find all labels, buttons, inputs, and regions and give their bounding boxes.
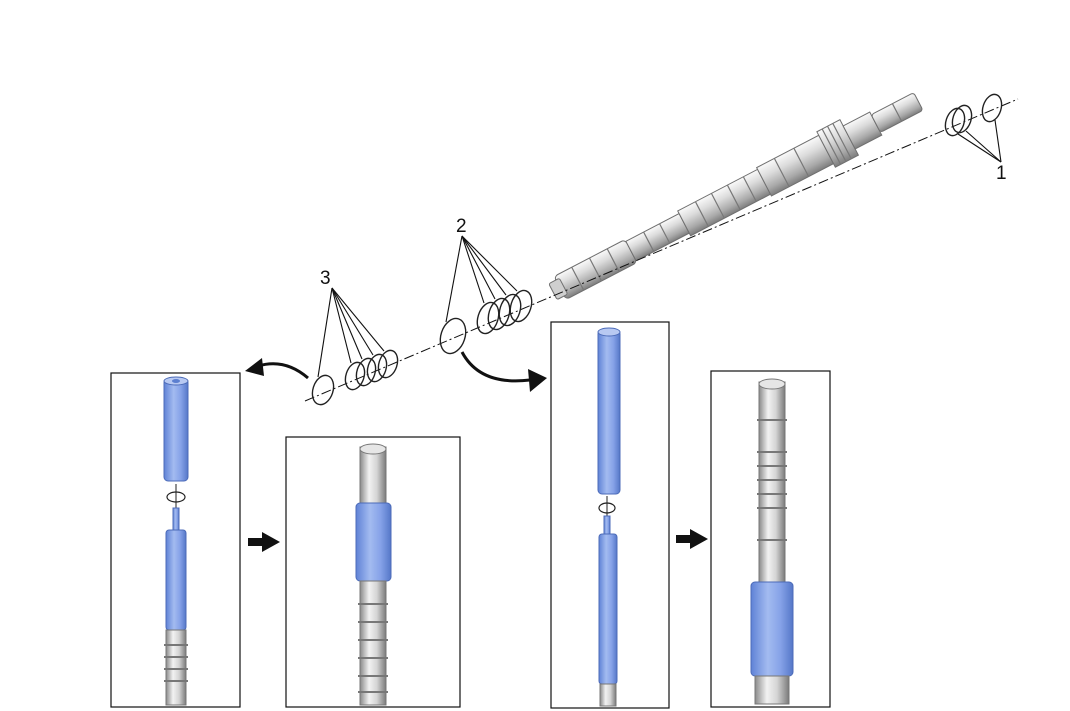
axis-line [304,98,1019,402]
main-shaft [548,93,923,300]
curved-arrow-left-icon [245,358,309,380]
callout-label-2: 2 [456,216,467,237]
panel-b-tool-fitted [285,436,461,708]
callout-label-3: 3 [320,268,331,289]
arrow-right-icon [676,529,708,549]
seal-rings-group-2 [439,289,533,355]
arrow-right-icon [248,532,280,552]
leader-lines-3 [317,287,385,378]
panel-d-tool-fitted [710,370,831,708]
panel-a-tool-insertion [110,372,241,708]
curved-arrow-right-icon [460,351,547,392]
snap-rings-group-1 [944,93,1003,137]
leader-lines-1 [957,119,1002,163]
callout-label-1: 1 [996,163,1007,184]
panel-c-tool-insertion [550,321,670,709]
leader-lines-2 [445,235,518,323]
seal-rings-group-3 [311,349,399,406]
